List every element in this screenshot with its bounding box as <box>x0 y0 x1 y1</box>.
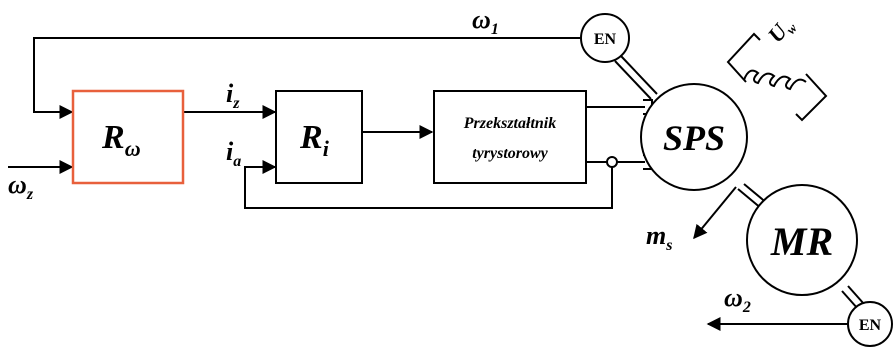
excitation-voltage-label: Uw <box>763 12 800 49</box>
omega-setpoint-label: ωz <box>8 170 34 203</box>
speed-controller-block <box>71 89 185 185</box>
current-controller-label: Ri <box>299 119 330 161</box>
shaft-encoder1-bottom <box>614 60 652 100</box>
shaft-mr-encoder2-top <box>847 285 865 305</box>
encoder-1 <box>580 13 630 63</box>
current-feedback-line <box>244 160 613 209</box>
shaft-mr-encoder2-bottom <box>841 290 859 310</box>
encoder-2-label: EN <box>859 317 882 334</box>
motor-sps <box>640 83 748 191</box>
omega-motor-label: ω1 <box>472 5 499 38</box>
shaft-encoder1-top <box>620 55 658 95</box>
torque-arrow <box>693 186 737 240</box>
current-setpoint-label: iz <box>226 79 240 112</box>
load-mr <box>746 184 858 296</box>
converter-block <box>433 90 587 184</box>
load-mr-label: MR <box>770 219 833 264</box>
converter-label-line2: tyrystorowy <box>472 145 548 162</box>
torque-label: ms <box>646 221 672 254</box>
excitation-winding <box>726 32 828 122</box>
current-sense-node <box>606 156 618 168</box>
motor-sps-label: SPS <box>663 118 725 158</box>
current-controller-block <box>275 90 363 184</box>
converter-label-line1: Przekształtnik <box>463 115 556 132</box>
armature-current-label: ia <box>226 137 241 170</box>
encoder-1-label: EN <box>594 31 617 48</box>
speed-controller-label: Rω <box>101 119 141 161</box>
omega-load-label: ω2 <box>724 283 751 316</box>
speed-feedback-line <box>33 37 580 119</box>
